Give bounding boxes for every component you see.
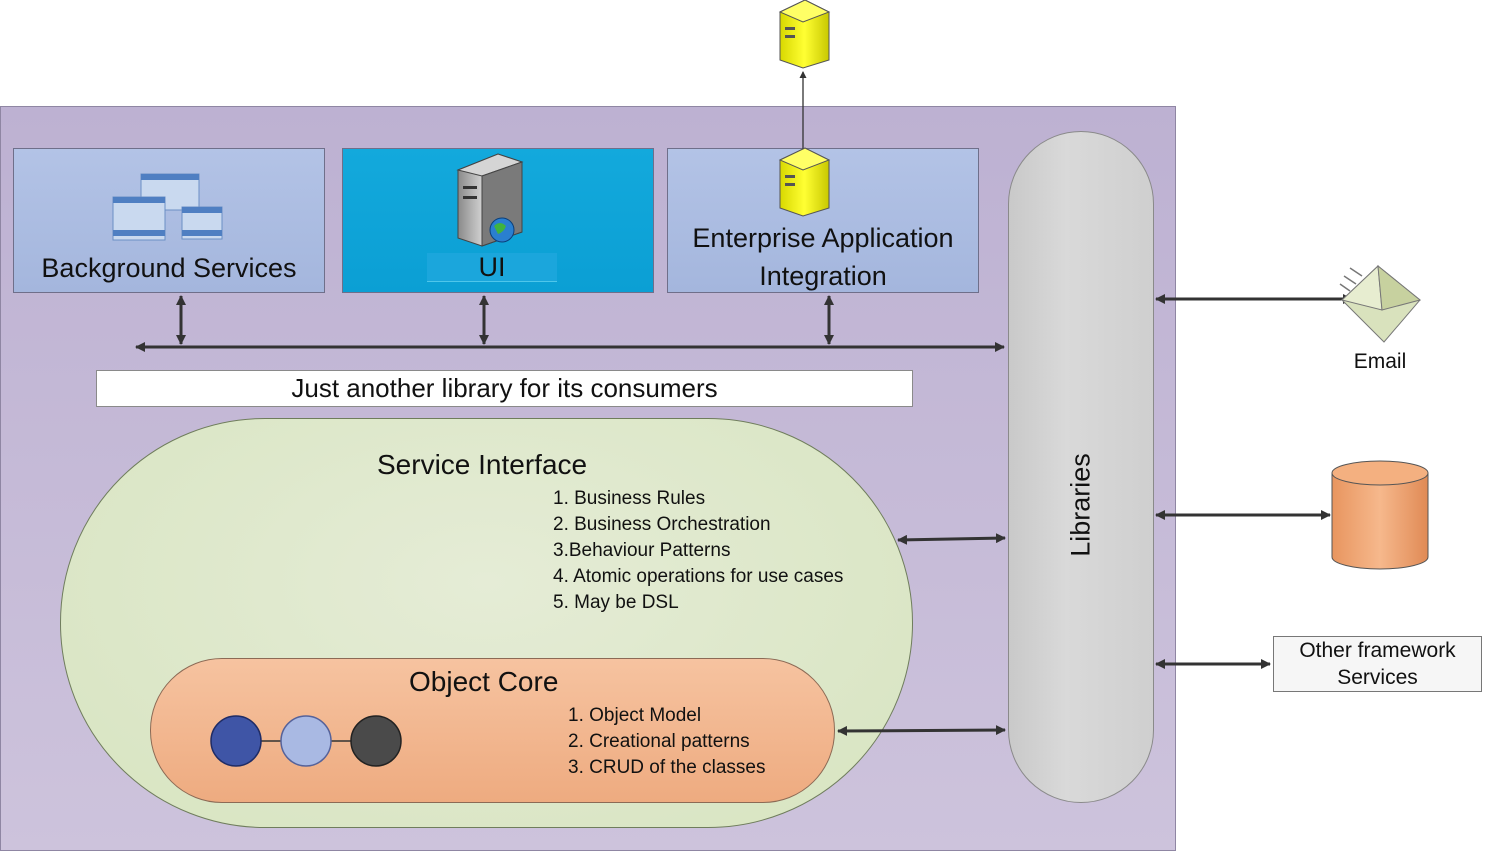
service-interface-title: Service Interface (377, 449, 588, 480)
data-store-label: Data Store (Not database) (1332, 486, 1428, 555)
list-item: 4. Atomic operations for use cases (553, 566, 844, 587)
libraries-label: Libraries (1065, 453, 1096, 557)
email-icon (1339, 264, 1422, 343)
object-core-title: Object Core (409, 666, 559, 697)
background-services-box[interactable]: Background Services (13, 148, 325, 293)
external-server-icon (778, 0, 831, 69)
eai-label-line1: Enterprise Application (692, 223, 954, 253)
list-item: 1. Business Rules (553, 488, 706, 509)
enterprise-application-integration-box[interactable]: Enterprise Application Integration (667, 148, 979, 293)
list-item: 2. Creational patterns (568, 731, 750, 752)
background-services-label: Background Services (41, 253, 297, 283)
ui-box[interactable]: UI (342, 148, 654, 293)
service-interface-list: 1. Business Rules 2. Business Orchestrat… (553, 486, 843, 616)
list-item: 2. Business Orchestration (553, 514, 771, 535)
eai-label-line2: Integration (759, 261, 887, 291)
object-core-shape[interactable] (150, 658, 835, 803)
other-line1: Other framework (1299, 639, 1456, 662)
other-framework-services-box[interactable]: Other framework Services (1273, 636, 1482, 692)
email-label: Email (1353, 350, 1407, 373)
data-store-line3: database) (1344, 535, 1416, 552)
list-item: 1. Object Model (568, 705, 702, 726)
list-item: 3. CRUD of the classes (568, 757, 766, 778)
consumer-library-banner: Just another library for its consumers (96, 370, 913, 407)
data-store-title: Data Store (1339, 489, 1421, 506)
data-store-line2: (Not (1364, 512, 1396, 529)
list-item: 5. May be DSL (553, 592, 679, 613)
ui-label: UI (427, 253, 557, 282)
other-line2: Services (1337, 666, 1418, 689)
list-item: 3.Behaviour Patterns (553, 540, 731, 561)
libraries-shape[interactable] (1008, 131, 1154, 803)
object-core-list: 1. Object Model 2. Creational patterns 3… (568, 703, 765, 781)
